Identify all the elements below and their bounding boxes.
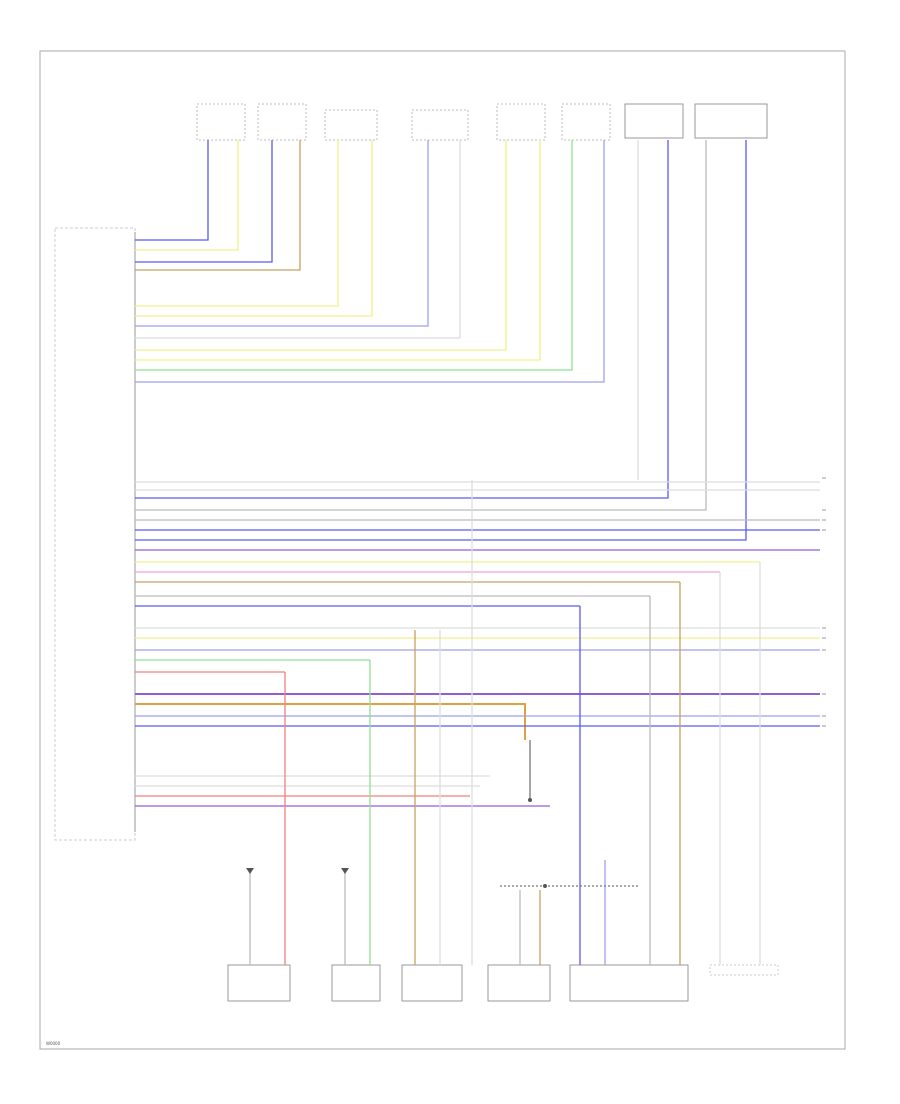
wire-gray-3 xyxy=(135,140,707,511)
wires xyxy=(135,140,820,965)
top-component-3 xyxy=(324,109,378,141)
bottom-component-6 xyxy=(709,964,779,976)
wire-yellow-5 xyxy=(135,140,541,361)
bottom-component-2 xyxy=(331,964,381,1002)
wire-brown-1 xyxy=(135,140,301,271)
bottom-component-3 xyxy=(401,964,463,1002)
wire-blue-4 xyxy=(135,140,747,541)
bottom-component-5 xyxy=(569,964,689,1002)
wire-blue-1 xyxy=(135,140,209,241)
top-component-8 xyxy=(694,103,768,139)
wire-blue-2 xyxy=(135,140,273,263)
top-component-2 xyxy=(257,103,307,141)
ground-icon-3 xyxy=(528,798,532,802)
ground-icon-1 xyxy=(246,868,254,874)
wire-gray-1 xyxy=(135,140,461,339)
top-component-1 xyxy=(196,103,246,141)
wire-yellow-4 xyxy=(135,140,507,351)
ground-icon-2 xyxy=(341,868,349,874)
wire-h-17 xyxy=(135,703,526,740)
top-component-5 xyxy=(496,103,546,141)
ground-symbols xyxy=(246,798,547,888)
page-code: W0000 xyxy=(46,1041,61,1046)
wire-green-1 xyxy=(135,140,573,371)
wire-yellow-3 xyxy=(135,140,373,317)
diagram-frame xyxy=(39,50,846,1050)
top-components xyxy=(196,103,768,141)
top-component-6 xyxy=(561,103,611,141)
wire-blue-3 xyxy=(135,140,669,499)
top-component-7 xyxy=(624,103,684,139)
bottom-components xyxy=(227,964,779,1002)
top-component-4 xyxy=(411,109,469,141)
wire-lightblue-2 xyxy=(135,140,605,383)
bottom-component-4 xyxy=(487,964,551,1002)
wire-yellow-2 xyxy=(135,140,339,307)
main-module-connector xyxy=(54,227,136,841)
bottom-component-1 xyxy=(227,964,291,1002)
wire-yellow-1 xyxy=(135,140,239,251)
splice-icon xyxy=(543,884,547,888)
right-connectors xyxy=(822,477,826,727)
wire-lightblue-1 xyxy=(135,140,429,327)
